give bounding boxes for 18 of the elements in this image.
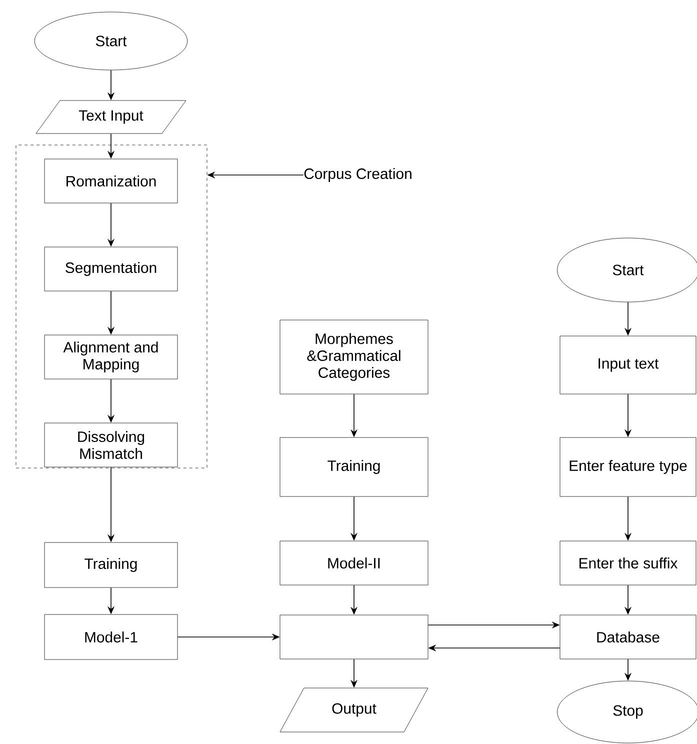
process-box: Dissolving Mismatch [44, 422, 178, 468]
input-output-parallelogram: Output [280, 688, 428, 732]
process-box: Segmentation [44, 246, 178, 292]
process-box: Enter the suffix [560, 540, 696, 586]
process-box: Enter feature type [560, 437, 696, 497]
process-box: Database [560, 614, 696, 660]
process-box: Romanization [44, 158, 178, 204]
annotation-text: Corpus Creation [304, 168, 412, 182]
process-box: Training [44, 542, 178, 588]
process-box: Input text [560, 336, 696, 394]
process-box: Alignment and Mapping [44, 334, 178, 380]
dashed-group-box [16, 144, 208, 468]
process-box: Training [280, 437, 428, 497]
input-output-parallelogram: Text Input [36, 100, 186, 134]
process-box: Morphemes &Grammatical Categories [280, 320, 428, 394]
process-box [280, 614, 428, 660]
process-box: Model-1 [44, 614, 178, 660]
process-box: Model-II [280, 540, 428, 586]
